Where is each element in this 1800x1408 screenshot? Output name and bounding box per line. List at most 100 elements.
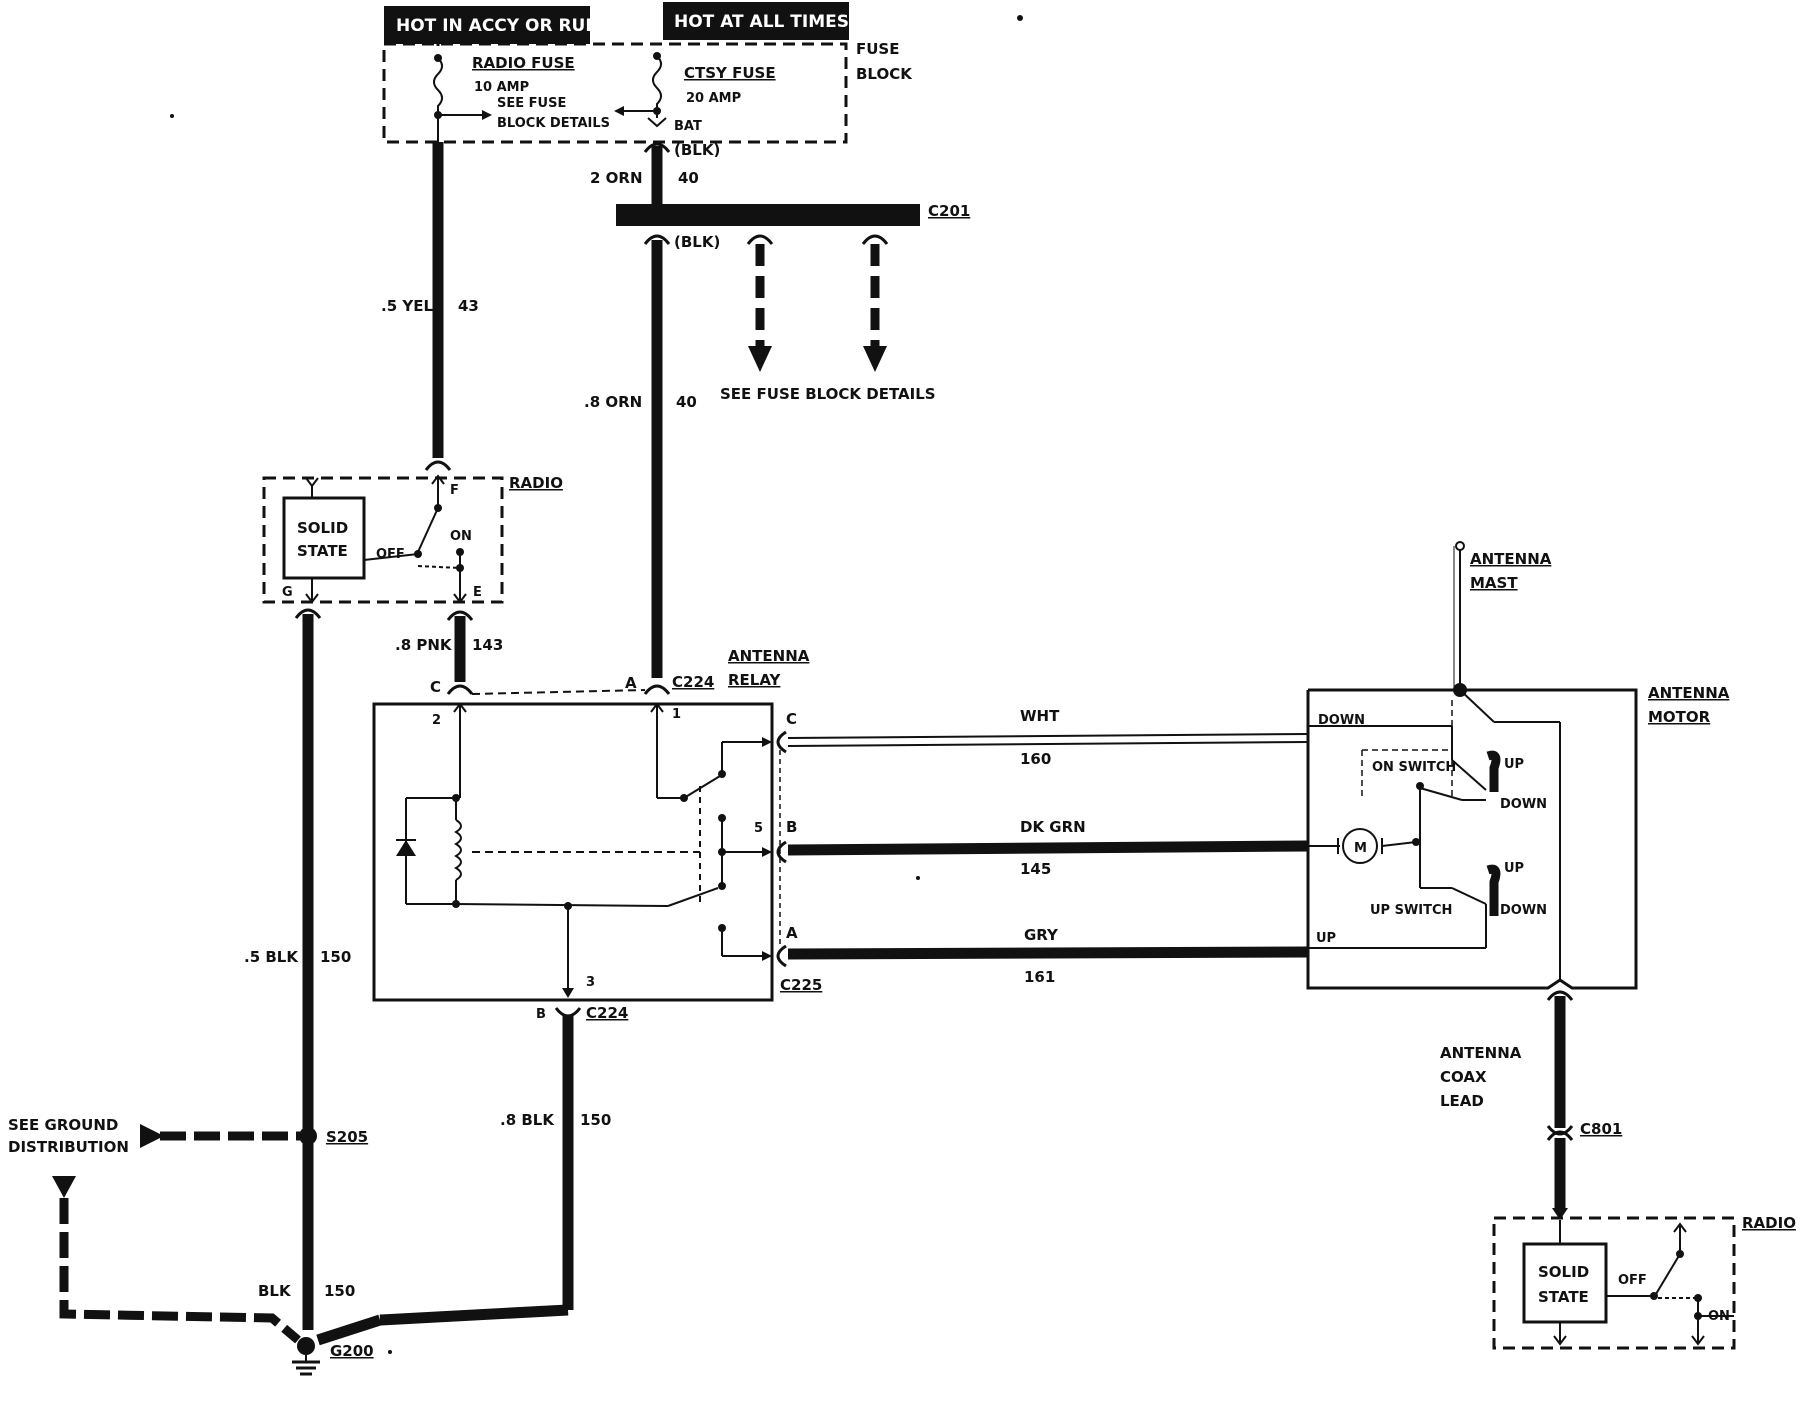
see-ground-2: DISTRIBUTION (8, 1138, 129, 1156)
motor-up-1: UP (1504, 757, 1524, 772)
motor-up-label: UP (1316, 931, 1336, 946)
wire-blk-num: 150 (324, 1282, 355, 1300)
relay-right-b: B (786, 818, 797, 836)
radio-top-pin-g: G (282, 585, 293, 600)
header-accy-run: HOT IN ACCY OR RUN (396, 16, 600, 36)
wire-dkgrn-color: DK GRN (1020, 818, 1086, 836)
bat-label: BAT (674, 119, 702, 134)
relay-pin-c-top: C (430, 678, 441, 696)
wire-wht-160 (787, 733, 1309, 739)
wire-gry-num: 161 (1024, 968, 1055, 986)
radio-top-solid-1: SOLID (297, 519, 348, 537)
radio-bottom-solid-1: SOLID (1538, 1263, 1589, 1281)
mast-label-2: MAST (1470, 574, 1518, 592)
connector-c224-bottom: C224 (586, 1004, 628, 1022)
wire-gry-color: GRY (1024, 926, 1059, 944)
fuse-block-outline (382, 42, 848, 144)
radio-bottom-switch (1655, 1253, 1681, 1295)
radio-bottom-outline (1492, 1216, 1736, 1350)
radio-bottom-off: OFF (1618, 1273, 1647, 1288)
wire-dkgrn-145 (787, 840, 1309, 856)
see-ground-1: SEE GROUND (8, 1116, 118, 1134)
splice-s205 (299, 1127, 317, 1145)
wire-8blk-num: 150 (580, 1111, 611, 1129)
relay-pin-b-bottom: B (536, 1007, 546, 1022)
radio-top-outline (262, 476, 504, 604)
fuse-block-title-2: BLOCK (856, 65, 913, 83)
radio-fuse-label: RADIO FUSE (472, 54, 575, 72)
ctsy-fuse-symbol (652, 55, 662, 118)
wire-blk-bottom: (BLK) (674, 233, 720, 251)
radio-fuse-amp: 10 AMP (474, 80, 529, 95)
motor-up-2: UP (1504, 861, 1524, 876)
connector-c801: C801 (1580, 1120, 1622, 1138)
wire-8orn-color: .8 ORN (584, 393, 642, 411)
wire-8orn-num: 40 (676, 393, 697, 411)
wire-2orn-color: 2 ORN (590, 169, 643, 187)
wire-wht-num: 160 (1020, 750, 1051, 768)
wire-yel-num: 43 (458, 297, 479, 315)
wire-gry-161 (787, 946, 1309, 960)
motor-down-2: DOWN (1500, 903, 1547, 918)
wire-5blk-color: .5 BLK (244, 948, 299, 966)
motor-m: M (1354, 841, 1367, 856)
relay-title-1: ANTENNA (728, 647, 810, 665)
radio-top-title: RADIO (509, 474, 563, 492)
up-switch-label: UP SWITCH (1370, 903, 1452, 918)
radio-fuse-symbol (433, 57, 443, 142)
relay-pin-2: 2 (432, 713, 441, 728)
radio-top-pin-e: E (473, 585, 482, 600)
radio-bottom-solid-state-box (1522, 1242, 1608, 1324)
radio-top-solid-state-box (282, 496, 366, 580)
connector-s205: S205 (326, 1128, 368, 1146)
connector-g200: G200 (330, 1342, 374, 1360)
dashed-ground-wire (59, 1198, 301, 1344)
header-all-times-box (663, 2, 849, 40)
connector-c225: C225 (780, 976, 822, 994)
wire-blk-top: (BLK) (674, 141, 720, 159)
coax-label-2: COAX (1440, 1068, 1487, 1086)
radio-top-pin-f: F (450, 483, 459, 498)
relay-pin-1: 1 (672, 707, 681, 722)
radio-top-switch (417, 507, 439, 553)
relay-title-2: RELAY (728, 671, 782, 689)
relay-pin-a-top: A (625, 674, 637, 692)
motor-title-2: MOTOR (1648, 708, 1711, 726)
wire-5blk-num: 150 (320, 948, 351, 966)
on-switch-label: ON SWITCH (1372, 760, 1456, 775)
mast-label-1: ANTENNA (1470, 550, 1552, 568)
relay-coil (454, 819, 462, 881)
diode-symbol (396, 840, 416, 856)
coax-label-3: LEAD (1440, 1092, 1484, 1110)
wire-yel-color: .5 YEL (381, 297, 433, 315)
motor-down-1: DOWN (1500, 797, 1547, 812)
radio-top-on: ON (450, 529, 472, 544)
ctsy-fuse-label: CTSY FUSE (684, 64, 776, 82)
see-fuse-label-2: BLOCK DETAILS (497, 116, 610, 131)
relay-pin-5: 5 (754, 821, 763, 836)
relay-right-a: A (786, 924, 798, 942)
ground-g200 (297, 1337, 315, 1355)
wire-pnk-num: 143 (472, 636, 503, 654)
fuse-block-title-1: FUSE (856, 40, 899, 58)
wire-8blk-color: .8 BLK (500, 1111, 555, 1129)
wire-wht-color: WHT (1020, 707, 1060, 725)
connector-c201: C201 (928, 202, 970, 220)
relay-pin-3: 3 (586, 975, 595, 990)
coax-label-1: ANTENNA (1440, 1044, 1522, 1062)
radio-top-solid-2: STATE (297, 542, 348, 560)
relay-right-c: C (786, 710, 797, 728)
wire-2orn-num: 40 (678, 169, 699, 187)
radio-bottom-solid-2: STATE (1538, 1288, 1589, 1306)
wire-dkgrn-num: 145 (1020, 860, 1051, 878)
radio-bottom-title: RADIO (1742, 1214, 1796, 1232)
antenna-motor-box (1306, 688, 1638, 990)
antenna-relay-box (372, 702, 774, 1002)
header-accy-run-box (384, 6, 590, 44)
see-fuse-block-details: SEE FUSE BLOCK DETAILS (720, 385, 936, 403)
motor-down: DOWN (1318, 713, 1365, 728)
connector-c224-top: C224 (672, 673, 714, 691)
header-all-times: HOT AT ALL TIMES (674, 12, 849, 32)
radio-bottom-on: ON (1708, 1309, 1730, 1324)
